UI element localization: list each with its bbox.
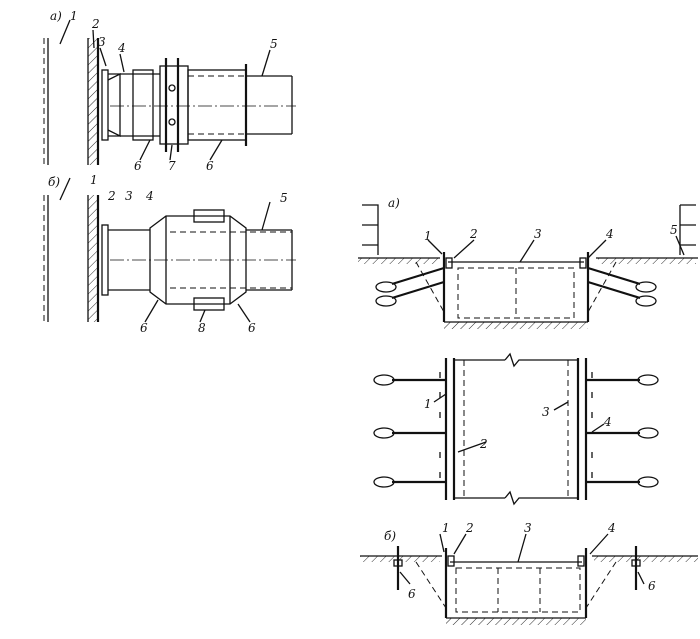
r-a-label-5: 5 — [670, 223, 678, 237]
r-a-label-4: 4 — [605, 227, 614, 241]
r-plan-label-4: 4 — [603, 415, 612, 429]
tl-a-label-2: 2 — [91, 17, 100, 31]
right-subfig-a-label: а) — [388, 196, 400, 210]
right-figure-b-section — [360, 533, 698, 625]
top-left-figure-b — [43, 177, 296, 323]
tl-a-label-6-right: 6 — [206, 159, 214, 173]
right-figure-plan — [373, 352, 659, 506]
r-plan-label-3: 3 — [542, 405, 550, 419]
tl-b-label-5: 5 — [280, 191, 288, 205]
tl-a-label-7: 7 — [168, 159, 176, 173]
r-b-label-6-left: 6 — [408, 587, 416, 601]
r-a-label-1: 1 — [424, 229, 432, 243]
tl-b-label-1: 1 — [90, 173, 98, 187]
tl-a-label-3: 3 — [98, 35, 106, 49]
r-a-label-3: 3 — [534, 227, 542, 241]
top-left-subfig-b-label: б) — [48, 175, 60, 189]
r-a-label-2: 2 — [469, 227, 478, 241]
tl-a-label-5: 5 — [270, 37, 278, 51]
r-b-label-1: 1 — [442, 521, 450, 535]
tl-b-label-8: 8 — [198, 321, 206, 335]
tl-b-label-6-left: 6 — [140, 321, 148, 335]
right-subfig-b-label: б) — [384, 529, 396, 543]
r-b-label-3: 3 — [524, 521, 532, 535]
tl-b-label-3: 3 — [125, 189, 133, 203]
tl-b-label-6-right: 6 — [248, 321, 256, 335]
tl-b-label-2: 2 — [107, 189, 116, 203]
r-plan-label-1: 1 — [424, 397, 432, 411]
top-left-figure-a — [43, 19, 296, 165]
tl-a-label-1: 1 — [70, 9, 78, 23]
r-b-label-6-right: 6 — [648, 579, 656, 593]
r-b-label-4: 4 — [607, 521, 616, 535]
top-left-subfig-a-label: а) — [50, 9, 62, 23]
r-plan-label-2: 2 — [479, 437, 488, 451]
tl-a-label-6-left: 6 — [134, 159, 142, 173]
r-b-label-2: 2 — [465, 521, 474, 535]
tl-a-label-4: 4 — [117, 41, 126, 55]
tl-b-label-4: 4 — [145, 189, 154, 203]
right-figure-a-section — [358, 204, 698, 329]
